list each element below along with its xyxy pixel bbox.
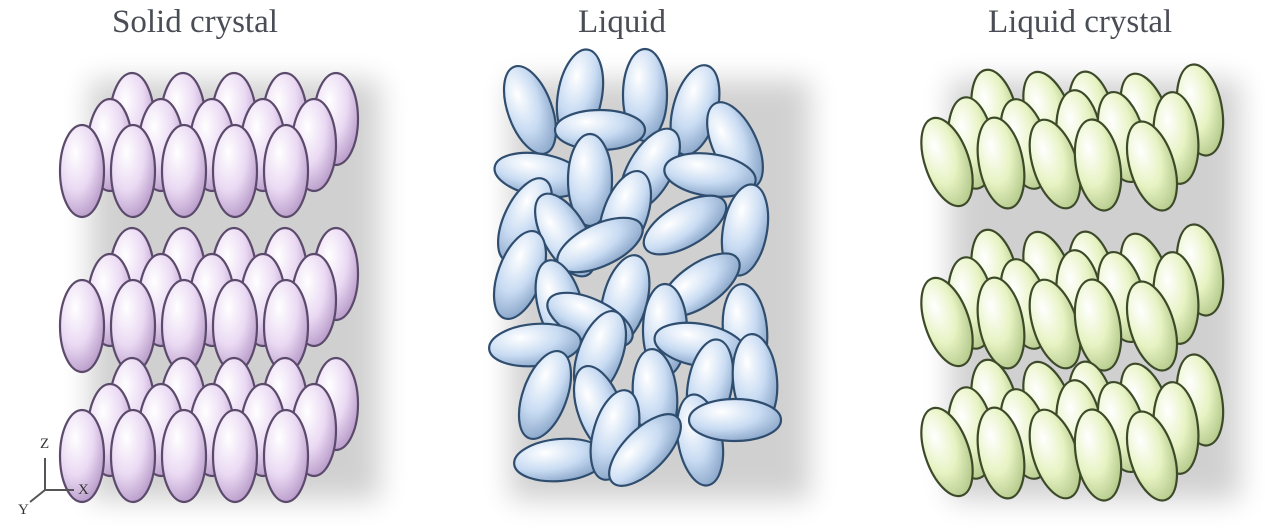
solid-molecule bbox=[111, 410, 155, 502]
x-axis-label: X bbox=[78, 482, 89, 499]
liquid-molecule bbox=[689, 399, 781, 441]
solid-molecule bbox=[60, 280, 104, 372]
solid-molecule bbox=[60, 125, 104, 217]
solid-molecule bbox=[162, 125, 206, 217]
y-axis-line bbox=[30, 490, 45, 502]
solid-molecule bbox=[111, 125, 155, 217]
solid-molecule bbox=[213, 410, 257, 502]
liquid-crystal-molecules bbox=[911, 61, 1229, 507]
solid-crystal-molecules bbox=[60, 73, 358, 502]
y-axis-label: Y bbox=[18, 502, 29, 519]
solid-molecule bbox=[162, 410, 206, 502]
z-axis-label: Z bbox=[40, 436, 49, 453]
solid-molecule bbox=[264, 125, 308, 217]
liquid-molecules bbox=[484, 46, 781, 497]
solid-molecule bbox=[264, 410, 308, 502]
solid-molecule bbox=[213, 125, 257, 217]
